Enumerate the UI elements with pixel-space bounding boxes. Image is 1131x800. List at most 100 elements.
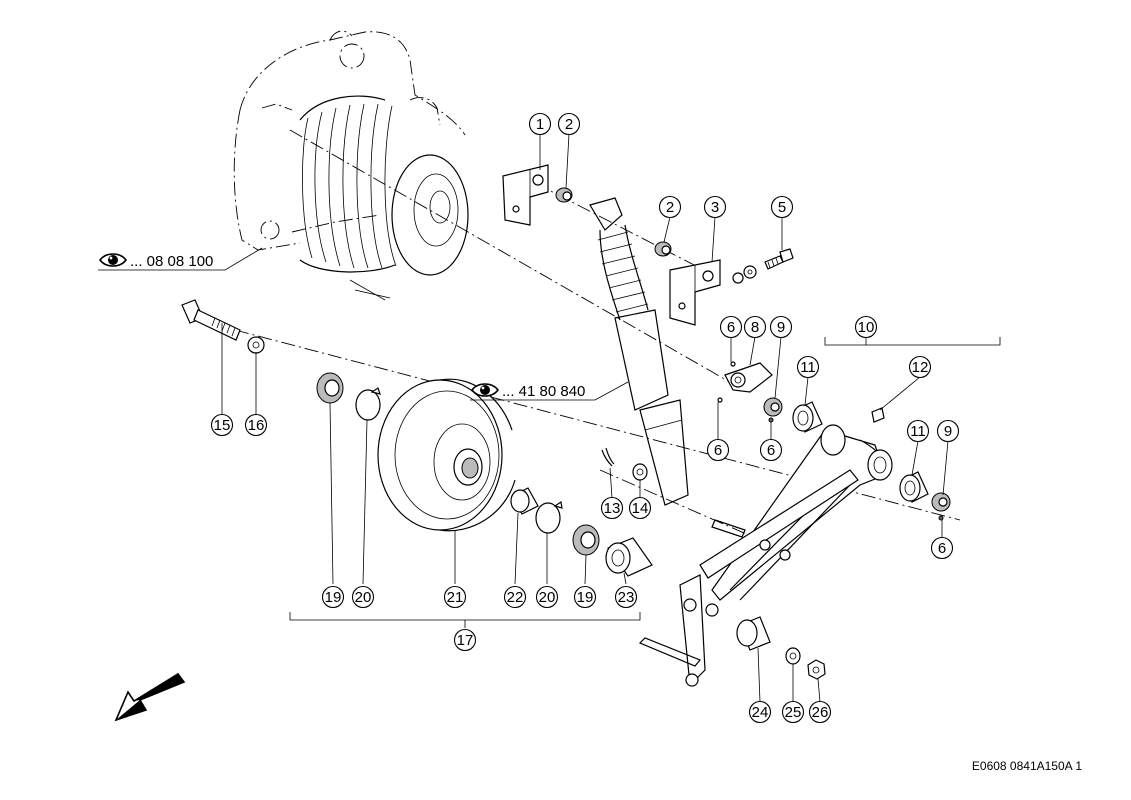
callout-circle xyxy=(759,438,783,462)
callout-number: 25 xyxy=(785,704,802,721)
callout-circle xyxy=(528,112,552,136)
callout-number: 15 xyxy=(214,417,231,434)
callout-circle xyxy=(244,413,268,437)
spacer-part-24 xyxy=(736,616,771,651)
callout-circle xyxy=(769,315,793,339)
callout-circle xyxy=(443,585,467,609)
callout-circle xyxy=(600,496,624,520)
callout-number: 20 xyxy=(355,589,372,606)
callout-c9a: 9 xyxy=(769,315,793,339)
callout-c24: 24 xyxy=(748,700,772,724)
leader-lines xyxy=(221,133,1001,703)
callout-number: 3 xyxy=(711,199,719,216)
lever-part-8 xyxy=(717,361,773,403)
callout-circle xyxy=(908,355,932,379)
bracket-part-1 xyxy=(502,164,549,226)
callout-number: 12 xyxy=(912,359,929,376)
callout-number: 26 xyxy=(812,704,829,721)
callout-number: 2 xyxy=(565,116,573,133)
callout-circle xyxy=(781,700,805,724)
callout-number: 19 xyxy=(577,589,594,606)
callout-number: 23 xyxy=(618,589,635,606)
bolt-part-5 xyxy=(732,248,794,284)
callout-c20b: 20 xyxy=(535,585,559,609)
callout-number: 24 xyxy=(752,704,769,721)
document-id: E0608 0841A150A 1 xyxy=(972,759,1082,773)
bearing-part-19b xyxy=(572,524,600,556)
tensioner-spring-assembly xyxy=(589,197,689,506)
callout-c11b: 11 xyxy=(906,419,930,443)
callout-c2b: 2 xyxy=(658,195,682,219)
callout-c19b: 19 xyxy=(573,585,597,609)
callout-number: 1 xyxy=(536,116,544,133)
callout-number: 2 xyxy=(666,199,674,216)
callout-number: 21 xyxy=(447,589,464,606)
callout-number: 6 xyxy=(767,442,775,459)
callout-circle xyxy=(706,438,730,462)
eye-icon xyxy=(98,253,128,267)
nut-part-26 xyxy=(807,659,826,680)
callout-circle xyxy=(930,536,954,560)
bushing-part-9b xyxy=(931,492,951,521)
callout-c3: 3 xyxy=(703,195,727,219)
reference-text-1: ... 08 08 100 xyxy=(130,253,213,270)
callout-number: 17 xyxy=(457,632,474,649)
circlip-part-20a xyxy=(355,387,381,421)
callout-number: 14 xyxy=(632,500,649,517)
bushing-part-2b xyxy=(654,241,672,257)
callout-c21: 21 xyxy=(443,585,467,609)
callout-circle xyxy=(351,585,375,609)
callout-number: 11 xyxy=(800,359,816,376)
bolt-part-15 xyxy=(181,299,241,341)
callout-circle xyxy=(748,700,772,724)
spacer-part-22 xyxy=(510,487,539,515)
callout-number: 9 xyxy=(777,319,785,336)
callout-c13: 13 xyxy=(600,496,624,520)
callout-number: 10 xyxy=(858,319,875,336)
bearing-part-19a xyxy=(316,372,344,404)
callout-number: 22 xyxy=(507,589,524,606)
callout-number: 20 xyxy=(539,589,556,606)
callout-circle xyxy=(503,585,527,609)
callout-c16: 16 xyxy=(244,413,268,437)
callout-circle xyxy=(936,419,960,443)
bushing-part-2a xyxy=(555,187,573,203)
callout-c19a: 19 xyxy=(321,585,345,609)
callout-number: 9 xyxy=(944,423,952,440)
callout-circle xyxy=(743,315,767,339)
callout-c6a: 6 xyxy=(719,315,743,339)
callout-c6d: 6 xyxy=(930,536,954,560)
callout-circle xyxy=(796,355,820,379)
callout-c15: 15 xyxy=(210,413,234,437)
callout-number: 6 xyxy=(938,540,946,557)
gearbox-housing-outline xyxy=(233,30,466,251)
callout-number: 16 xyxy=(248,417,265,434)
callout-circle xyxy=(453,628,477,652)
grease-nipple-part-12 xyxy=(871,407,885,423)
callout-c10: 10 xyxy=(854,315,878,339)
callout-c14: 14 xyxy=(628,496,652,520)
callout-c25: 25 xyxy=(781,700,805,724)
callout-c5: 5 xyxy=(770,195,794,219)
callout-number: 5 xyxy=(778,199,786,216)
belt-pulley xyxy=(299,95,469,301)
callout-number: 8 xyxy=(751,319,759,336)
callout-circle xyxy=(321,585,345,609)
reference-link-2[interactable]: ... 41 80 840 xyxy=(470,381,629,401)
callout-c8: 8 xyxy=(743,315,767,339)
callout-circle xyxy=(719,315,743,339)
reference-text-2: ... 41 80 840 xyxy=(502,383,585,400)
callout-circle xyxy=(703,195,727,219)
callout-c23: 23 xyxy=(614,585,638,609)
callout-circle xyxy=(658,195,682,219)
callout-number: 11 xyxy=(910,423,926,440)
reference-link-1[interactable]: ... 08 08 100 xyxy=(98,247,263,271)
sleeve-part-23 xyxy=(605,537,653,577)
bushing-part-11b xyxy=(899,471,929,503)
callout-circle xyxy=(808,700,832,724)
washer-part-16 xyxy=(247,336,265,354)
callout-c17: 17 xyxy=(453,628,477,652)
callout-number: 6 xyxy=(727,319,735,336)
washer-part-14 xyxy=(632,463,648,481)
